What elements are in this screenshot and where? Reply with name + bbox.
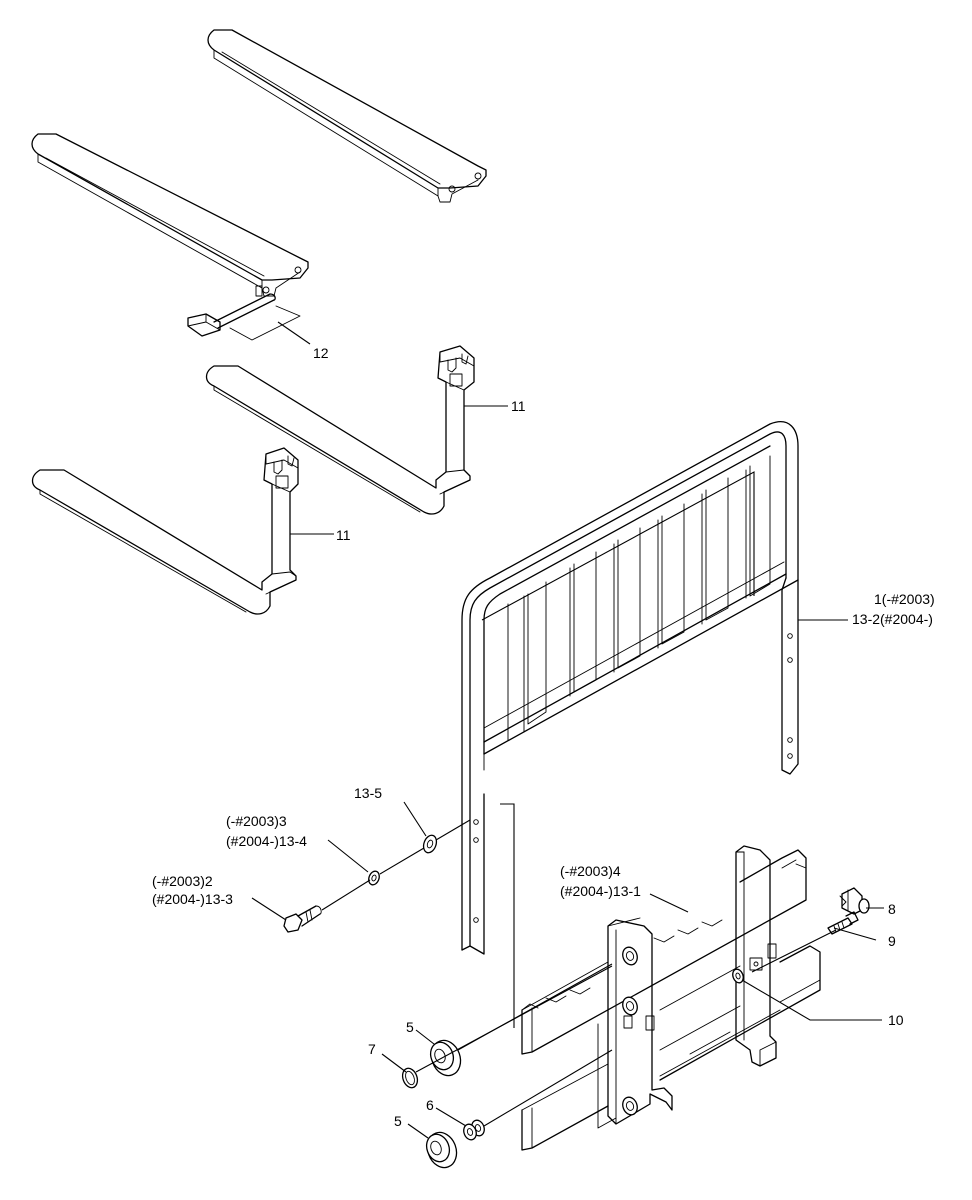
callout-3-line2: (#2004-)13-4 xyxy=(226,833,307,849)
bolt-assembly xyxy=(283,819,471,933)
fork-carriage xyxy=(521,845,821,1151)
callout-11-lower: 11 xyxy=(336,527,351,543)
callout-9: 9 xyxy=(888,933,896,949)
callout-2-line1: (-#2003)2 xyxy=(152,873,213,889)
callout-7: 7 xyxy=(368,1041,376,1057)
snap-ring xyxy=(401,1067,419,1089)
fork-extension-lower xyxy=(31,133,309,297)
callout-10: 10 xyxy=(888,1012,904,1028)
callout-5-lower: 5 xyxy=(394,1113,402,1129)
callout-3-line1: (-#2003)3 xyxy=(226,813,287,829)
set-screw xyxy=(827,911,859,935)
callout-13-5: 13-5 xyxy=(354,785,382,801)
retaining-pin xyxy=(187,293,301,341)
fork-lower xyxy=(31,447,299,615)
bearing-upper xyxy=(429,1039,462,1077)
callout-1-line2: 13-2(#2004-) xyxy=(852,611,933,627)
stopper-bolt xyxy=(839,887,870,915)
callout-4-line2: (#2004-)13-1 xyxy=(560,883,641,899)
callout-12: 12 xyxy=(313,345,329,361)
callout-2-line2: (#2004-)13-3 xyxy=(152,891,233,907)
load-backrest xyxy=(461,421,799,955)
callout-6: 6 xyxy=(426,1097,434,1113)
callout-4-line1: (-#2003)4 xyxy=(560,863,621,879)
shim-washers xyxy=(463,1119,485,1141)
bearing-lower xyxy=(425,1131,458,1169)
fork-upper xyxy=(205,345,475,515)
callout-labels: 12 11 11 1(-#2003) 13-2(#2004-) 13-5 (-#… xyxy=(152,345,935,1129)
fork-extension-upper xyxy=(207,29,487,203)
callout-5-upper: 5 xyxy=(406,1019,414,1035)
callout-11-upper: 11 xyxy=(511,398,526,414)
callout-8: 8 xyxy=(888,901,896,917)
leader-lines xyxy=(251,321,884,1139)
callout-1-line1: 1(-#2003) xyxy=(874,591,935,607)
